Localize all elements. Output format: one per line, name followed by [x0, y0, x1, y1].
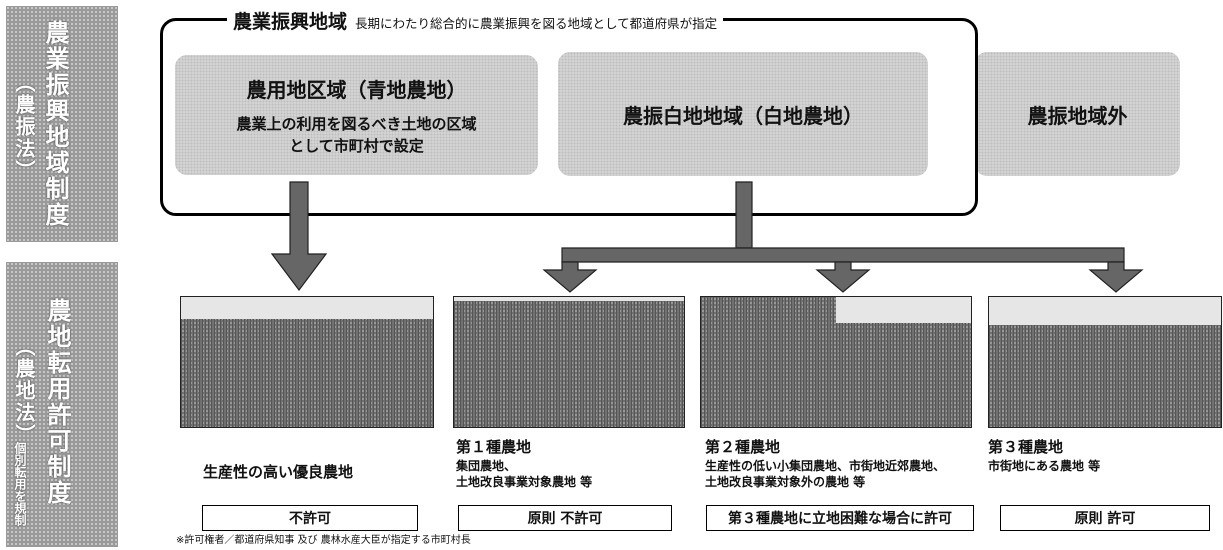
class3-text: 第３種農地 市街地にある農地 等	[988, 438, 1101, 473]
aochi-description: 農業上の利用を図るべき土地の区域 として市町村で設定	[236, 114, 477, 155]
aochi-zone-box: 農用地区域（青地農地） 農業上の利用を図るべき土地の区域 として市町村で設定	[175, 55, 538, 175]
nouchi-law-label: （農地法）	[12, 336, 36, 446]
arrow-cat2	[815, 261, 871, 293]
photo-class3-farmland	[988, 296, 1222, 428]
rule-class1: 原則 不許可	[458, 505, 672, 531]
outside-zone-box: 農振地域外	[975, 52, 1180, 176]
rule-prime-farmland: 不許可	[202, 505, 418, 531]
arrow-cat3	[1088, 261, 1144, 293]
nouson-area-title: 農業振興地域	[233, 11, 348, 33]
photo-prime-farmland	[180, 296, 434, 428]
class3-heading: 第３種農地	[988, 438, 1064, 456]
conversion-system-label: 農地転用許可制度	[43, 298, 71, 506]
rule-class3: 原則 許可	[1000, 505, 1210, 531]
class2-heading: 第２種農地	[705, 438, 781, 456]
prime-farmland-label: 生産性の高い優良農地	[203, 463, 354, 481]
nouson-area-frame: 農業振興地域 長期にわたり総合的に農業振興を図る地域として都道府県が指定	[160, 7, 978, 216]
conversion-sub-label: 個別転用を規制	[13, 442, 27, 526]
arrow-cat1	[542, 261, 598, 293]
arrow-aochi	[270, 181, 328, 291]
sidebar-nouson-system: 農業振興地域制度 （農振法）	[6, 6, 118, 242]
rule-class2: 第３種農地に立地困難な場合に許可	[706, 505, 974, 531]
class1-text: 第１種農地 集団農地、 土地改良事業対象農地 等	[456, 438, 593, 489]
aochi-title: 農用地区域（青地農地）	[246, 77, 467, 102]
class2-text: 第２種農地 生産性の低い小集団農地、市街地近郊農地、 土地改良事業対象外の農地 …	[705, 438, 946, 489]
nouson-system-label: 農業振興地域制度	[41, 20, 69, 228]
footnote: ※許可権者／都道府県知事 及び 農林水産大臣が指定する市町村長	[176, 535, 471, 546]
arrow-shirochi-stem	[735, 181, 753, 249]
shirochi-zone-box: 農振白地地域（白地農地）	[558, 52, 928, 176]
shirochi-title: 農振白地地域（白地農地）	[623, 103, 863, 128]
nouson-law-label: （農振法）	[12, 72, 36, 182]
photo-class1-farmland	[453, 296, 685, 428]
class1-heading: 第１種農地	[456, 438, 532, 456]
arrow-bar	[561, 247, 1125, 263]
nouson-area-heading: 農業振興地域 長期にわたり総合的に農業振興を図る地域として都道府県が指定	[227, 7, 724, 34]
sidebar-conversion-system: 農地転用許可制度 （農地法） 個別転用を規制	[6, 262, 118, 547]
nouson-area-subtitle: 長期にわたり総合的に農業振興を図る地域として都道府県が指定	[355, 16, 718, 31]
photo-class2-farmland	[700, 296, 972, 428]
outside-title: 農振地域外	[1027, 103, 1128, 128]
